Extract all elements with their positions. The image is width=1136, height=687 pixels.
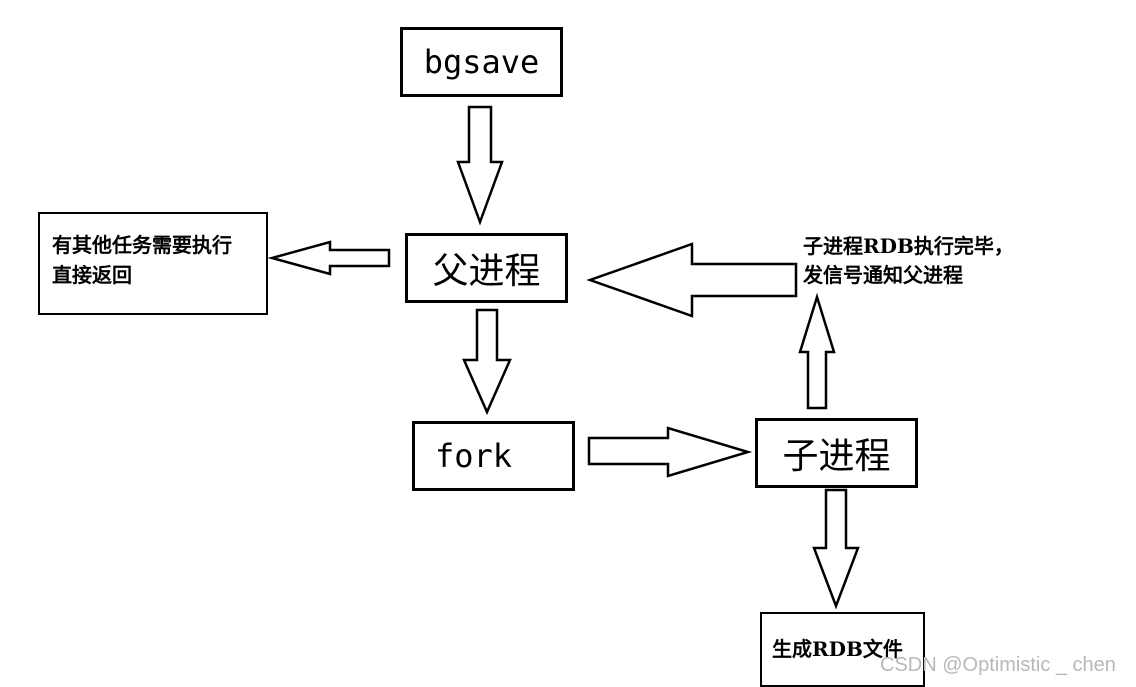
bgsave-label: bgsave <box>423 43 540 81</box>
other-tasks-line2: 直接返回 <box>52 263 132 287</box>
child-done-line2: 发信号通知父进程 <box>803 263 963 287</box>
arrow-bgsave-to-parent <box>456 105 504 226</box>
arrow-parent-to-other-tasks <box>267 240 391 276</box>
parent-process-label: 父进程 <box>432 251 541 292</box>
arrow-parent-to-fork <box>462 308 512 416</box>
child-done-line1: 子进程RDB执行完毕， <box>803 234 1014 258</box>
arrow-fork-to-child <box>587 426 753 478</box>
child-done-signal-note: 子进程RDB执行完毕， 发信号通知父进程 <box>803 232 1014 290</box>
other-tasks-node: 有其他任务需要执行 直接返回 <box>38 212 268 315</box>
bgsave-node: bgsave <box>400 27 563 97</box>
fork-node: fork <box>412 421 575 491</box>
generate-rdb-node: 生成RDB文件 <box>760 612 925 687</box>
child-process-node: 子进程 <box>755 418 918 488</box>
arrow-signal-to-parent <box>586 242 798 318</box>
parent-process-node: 父进程 <box>405 233 568 303</box>
watermark: CSDN @Optimistic _ chen <box>880 654 1116 676</box>
generate-rdb-label: 生成RDB文件 <box>772 637 903 661</box>
child-process-label: 子进程 <box>782 436 891 477</box>
arrow-child-to-rdb <box>812 488 860 610</box>
other-tasks-line1: 有其他任务需要执行 <box>52 233 232 257</box>
fork-label: fork <box>435 437 513 475</box>
arrow-child-to-signal-note <box>798 292 836 410</box>
